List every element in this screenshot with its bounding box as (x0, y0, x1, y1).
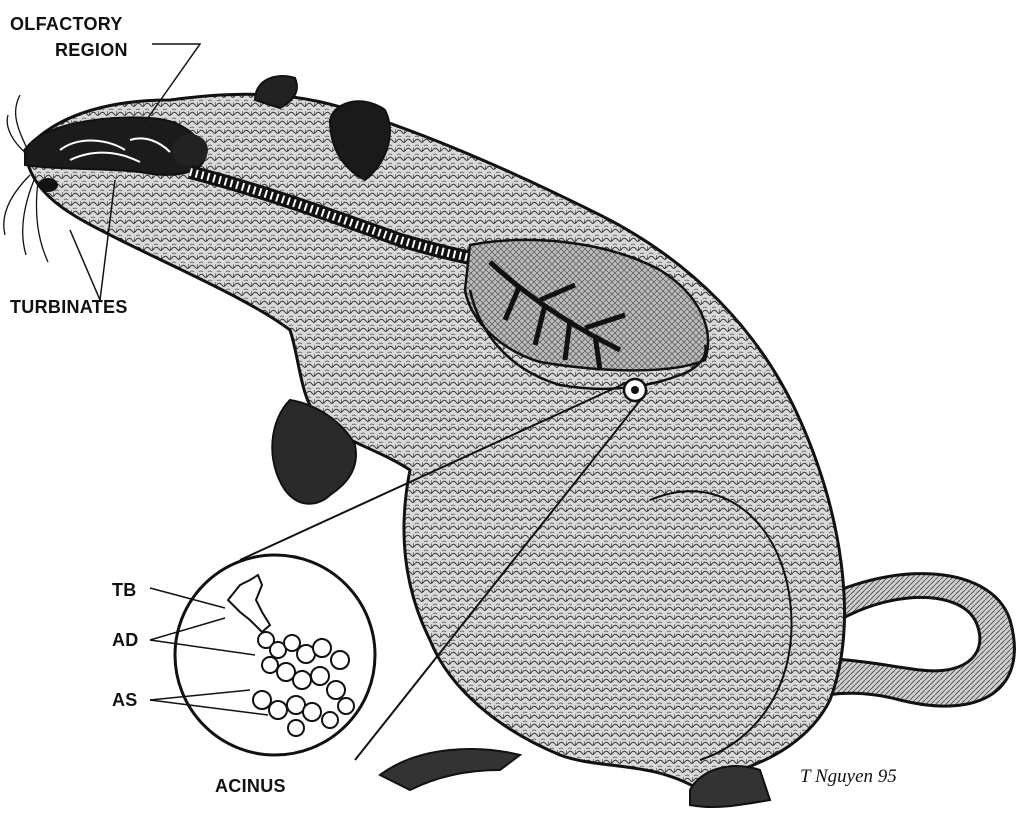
label-acinus: ACINUS (215, 776, 286, 796)
hind-foot-left (380, 749, 520, 790)
label-ad: AD (112, 630, 139, 650)
rat-body (25, 94, 844, 790)
olfactory-bulb (172, 134, 208, 166)
artist-signature: T Nguyen 95 (800, 766, 897, 787)
label-olfactory-line1: OLFACTORY (10, 14, 123, 34)
label-olfactory-line2: REGION (55, 40, 128, 60)
acinus-source-dot (631, 386, 639, 394)
label-as: AS (112, 690, 138, 710)
label-turbinates: TURBINATES (10, 297, 128, 317)
rat-eye (38, 178, 58, 192)
label-tb: TB (112, 580, 137, 600)
